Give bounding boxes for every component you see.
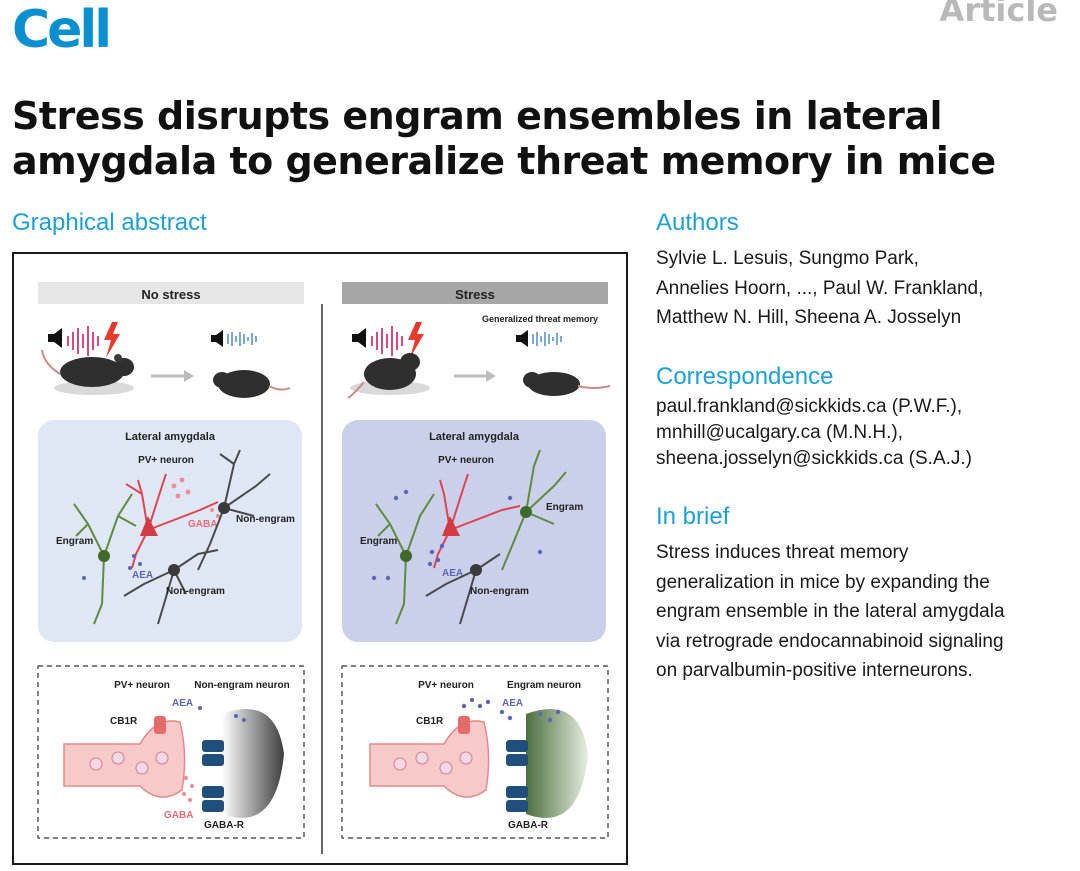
aea-label: AEA bbox=[132, 570, 153, 581]
aea-label: AEA bbox=[442, 568, 463, 579]
gaba-release-dots bbox=[182, 776, 194, 802]
engram-neuron bbox=[375, 493, 435, 625]
email-link[interactable]: mnhill@ucalgary.ca (M.N.H.), bbox=[656, 422, 903, 443]
engram-label-right: Engram bbox=[546, 502, 583, 513]
speaker-icon bbox=[211, 330, 223, 347]
gaba-receptor-icon bbox=[506, 740, 528, 812]
pv-neuron-label: PV+ neuron bbox=[138, 455, 194, 466]
synapse-aea-label: AEA bbox=[502, 698, 523, 709]
non-engram-label-bottom: Non-engram bbox=[166, 586, 225, 597]
synapse-pv-label: PV+ neuron bbox=[418, 680, 474, 691]
in-brief-text: on parvalbumin-positive interneurons. bbox=[656, 660, 973, 681]
synapse-inset-stress bbox=[341, 665, 609, 839]
synapse-pv-label: PV+ neuron bbox=[114, 680, 170, 691]
in-brief-heading: In brief bbox=[656, 503, 730, 530]
correspondence-section: Correspondence paul.frankland@sickkids.c… bbox=[656, 362, 1066, 472]
mouse-icon bbox=[523, 372, 611, 396]
non-engram-neuron bbox=[197, 449, 271, 571]
amygdala-region-no-stress bbox=[38, 420, 302, 642]
article-type-label: Article bbox=[939, 0, 1058, 29]
engram-soma bbox=[98, 550, 110, 562]
sound-wave-icon bbox=[227, 332, 257, 346]
mouse-icon bbox=[41, 349, 134, 395]
gaba-dots bbox=[171, 477, 220, 518]
cb1r-label: CB1R bbox=[416, 716, 444, 727]
non-engram-label-right: Non-engram bbox=[236, 514, 295, 525]
authors-section: Authors Sylvie L. Lesuis, Sungmo Park, A… bbox=[656, 208, 1066, 333]
arrow-icon bbox=[151, 370, 194, 382]
postsynaptic-neuron bbox=[222, 709, 284, 818]
amygdala-title: Lateral amygdala bbox=[125, 431, 216, 443]
stress-header-bg bbox=[342, 282, 608, 304]
non-engram-soma bbox=[218, 502, 230, 514]
amygdala-region-stress bbox=[342, 420, 606, 642]
engram-label: Engram bbox=[56, 536, 93, 547]
in-brief-text: engram ensemble in the lateral amygdala bbox=[656, 601, 1005, 622]
pv-soma bbox=[140, 516, 158, 536]
no-stress-header-bg bbox=[38, 282, 304, 304]
amygdala-title: Lateral amygdala bbox=[429, 431, 520, 443]
pv-neuron-label: PV+ neuron bbox=[438, 455, 494, 466]
postsynaptic-neuron bbox=[526, 709, 588, 818]
cb1r-receptor-icon bbox=[458, 716, 470, 734]
speaker-icon bbox=[516, 330, 528, 347]
sound-wave-icon bbox=[371, 326, 403, 356]
lightning-icon bbox=[408, 322, 424, 358]
gaba-receptor-icon bbox=[202, 740, 224, 812]
engram-neuron bbox=[73, 493, 137, 625]
aea-dots bbox=[371, 489, 543, 581]
pv-neuron bbox=[433, 473, 521, 569]
engram-neuron bbox=[501, 449, 567, 571]
email-link[interactable]: paul.frankland@sickkids.ca (P.W.F.), bbox=[656, 396, 963, 417]
aea-dots bbox=[198, 706, 246, 722]
synapse-inset-no-stress bbox=[37, 665, 305, 839]
aea-dots bbox=[461, 697, 561, 723]
aea-dots bbox=[82, 554, 142, 580]
speaker-icon bbox=[48, 328, 62, 348]
synapse-target-label: Engram neuron bbox=[507, 680, 581, 691]
gaba-r-label: GABA-R bbox=[508, 820, 549, 831]
graphical-abstract-heading: Graphical abstract bbox=[12, 209, 207, 236]
gaba-r-label: GABA-R bbox=[204, 820, 245, 831]
cb1r-label: CB1R bbox=[110, 716, 138, 727]
no-stress-header: No stress bbox=[141, 287, 200, 302]
in-brief-text: via retrograde endocannabinoid signaling bbox=[656, 630, 1004, 652]
in-brief-text: generalization in mice by expanding the bbox=[656, 571, 990, 593]
in-brief-section: In brief Stress induces threat memory ge… bbox=[656, 502, 1066, 686]
correspondence-heading: Correspondence bbox=[656, 363, 834, 390]
pv-neuron bbox=[125, 473, 219, 569]
synapse-aea-label: AEA bbox=[172, 698, 193, 709]
vesicles bbox=[393, 751, 473, 775]
speaker-icon bbox=[352, 328, 366, 348]
sound-wave-icon bbox=[532, 332, 562, 346]
synapse-target-label: Non-engram neuron bbox=[194, 680, 290, 691]
cb1r-receptor-icon bbox=[154, 716, 166, 734]
author-line[interactable]: Matthew N. Hill, Sheena A. Josselyn bbox=[656, 307, 962, 328]
generalized-memory-label: Generalized threat memory bbox=[482, 314, 598, 324]
engram-label-left: Engram bbox=[360, 536, 397, 547]
sound-wave-icon bbox=[67, 326, 99, 356]
vesicles bbox=[89, 751, 169, 775]
synapse-gaba-label: GABA bbox=[164, 810, 193, 821]
non-engram-label-bottom: Non-engram bbox=[470, 586, 529, 597]
paper-title: Stress disrupts engram ensembles in late… bbox=[12, 94, 996, 183]
email-link[interactable]: sheena.josselyn@sickkids.ca (S.A.J.) bbox=[656, 448, 973, 469]
mouse-icon bbox=[347, 353, 430, 399]
journal-logo[interactable]: Cell bbox=[12, 0, 112, 60]
stress-header: Stress bbox=[455, 287, 495, 302]
author-line[interactable]: Sylvie L. Lesuis, Sungmo Park, bbox=[656, 248, 919, 269]
graphical-abstract-figure: No stress Lateral amygdala PV+ neuron bbox=[12, 252, 628, 865]
mouse-icon bbox=[213, 370, 291, 398]
arrow-icon bbox=[454, 370, 496, 382]
graphical-abstract-svg: No stress Lateral amygdala PV+ neuron bbox=[37, 282, 611, 854]
author-line[interactable]: Annelies Hoorn, ..., Paul W. Frankland, bbox=[656, 277, 984, 299]
in-brief-text: Stress induces threat memory bbox=[656, 542, 909, 563]
lightning-icon bbox=[104, 322, 120, 358]
gaba-label: GABA bbox=[188, 519, 217, 530]
authors-heading: Authors bbox=[656, 209, 739, 236]
